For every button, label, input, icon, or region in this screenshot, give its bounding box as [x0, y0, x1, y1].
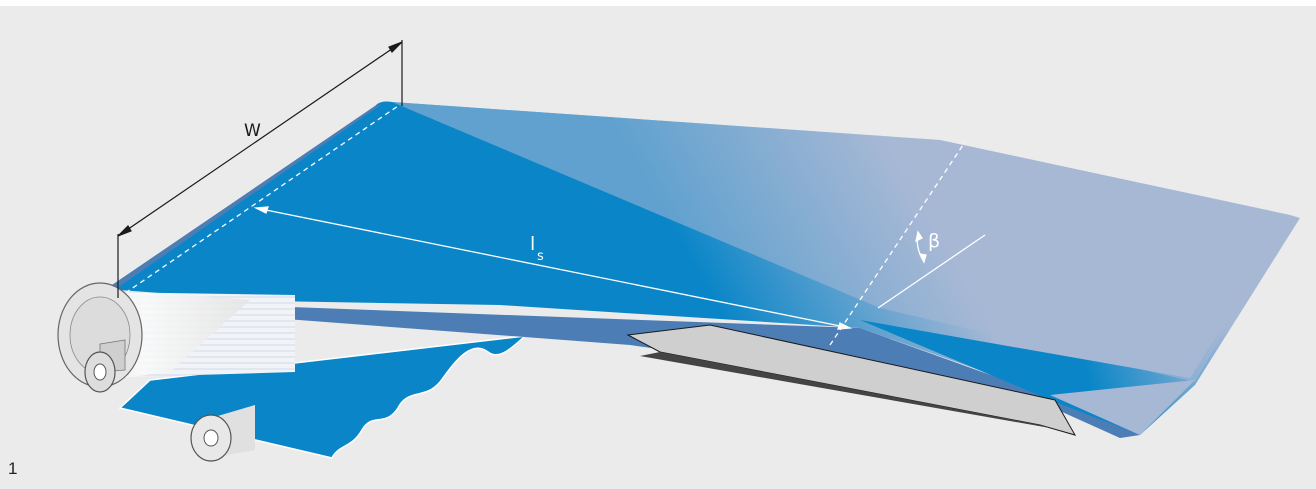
fold-line-left [117, 105, 399, 299]
guide-plate-shadow [640, 352, 1075, 435]
fold-line-right [829, 141, 966, 346]
return-roller [190, 405, 255, 462]
width-label: W [244, 121, 261, 141]
angle-indicator [877, 230, 986, 309]
belt-tail [1050, 380, 1195, 435]
main-roller [57, 282, 295, 393]
figure-number: 1 [8, 459, 18, 478]
belt-faded-section [392, 102, 1290, 382]
width-dimension [117, 40, 403, 298]
belt-underside-edge [100, 300, 1140, 438]
length-label: l [530, 233, 535, 255]
length-dimension [253, 206, 853, 330]
length-subscript: s [537, 249, 544, 264]
belt-left-edge [93, 104, 382, 300]
angle-label: β [928, 230, 940, 252]
